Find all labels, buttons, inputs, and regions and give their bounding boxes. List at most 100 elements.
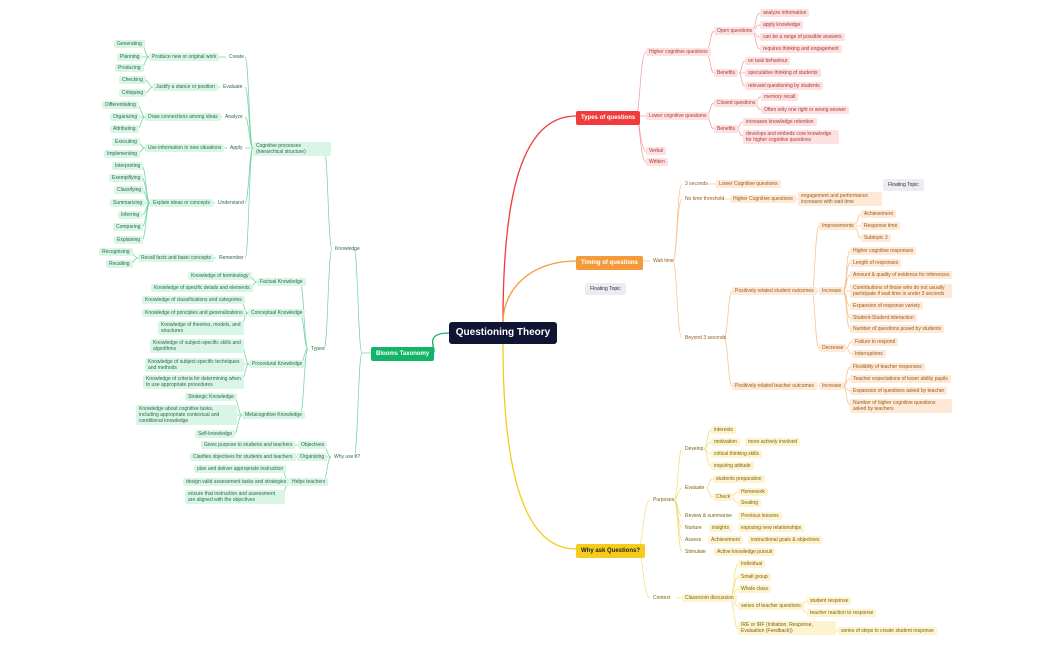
node-verbal[interactable]: Verbal: [646, 147, 667, 155]
node-develop[interactable]: Develop: [685, 446, 704, 452]
node-benefit-item[interactable]: relevant questioning by students: [745, 82, 823, 90]
node-teacher-outcomes[interactable]: Positively related teacher outcomes: [732, 382, 817, 390]
node-create-item[interactable]: Producing: [115, 64, 144, 72]
node-factual-item[interactable]: Knowledge of terminology: [188, 272, 252, 280]
node-organizing[interactable]: Organizing: [297, 453, 328, 461]
node-increase-item[interactable]: Contributions of those who do not usuall…: [850, 284, 952, 298]
node-understand-item[interactable]: Summarizing: [110, 199, 146, 207]
node-organizing-desc[interactable]: Clarifies objectives for students and te…: [190, 453, 296, 461]
node-higher-cognitive[interactable]: Higher cognitive questions: [646, 48, 711, 56]
node-open-questions[interactable]: Open questions: [714, 27, 756, 35]
node-helps-item[interactable]: design valid assessment tasks and strate…: [183, 478, 290, 486]
node-understand-item[interactable]: Classifying: [114, 186, 145, 194]
node-teacher-reaction[interactable]: teacher reaction to response: [807, 609, 877, 617]
node-small-group[interactable]: Small group: [738, 573, 771, 581]
node-factual-item[interactable]: Knowledge of specific details and elemen…: [151, 284, 253, 292]
node-increase[interactable]: Increase: [819, 287, 845, 295]
node-benefit2-item[interactable]: increases knowledge retention: [743, 118, 817, 126]
node-procedural-item[interactable]: Knowledge of subject-specific techniques…: [145, 358, 244, 372]
node-series[interactable]: series of teacher questions: [738, 602, 804, 610]
node-objectives[interactable]: Objectives: [298, 441, 328, 449]
node-benefit2-item[interactable]: develops and embeds core knowledge for h…: [743, 130, 839, 144]
node-helps-teachers[interactable]: Helps teachers: [289, 478, 329, 486]
node-check[interactable]: Check: [713, 493, 734, 501]
node-conceptual-item[interactable]: Knowledge of classifications and categor…: [142, 296, 245, 304]
node-increase-item[interactable]: Student-Student interaction: [850, 314, 917, 322]
node-interests[interactable]: interests: [711, 426, 736, 434]
node-create-item[interactable]: Planning: [117, 53, 143, 61]
node-open-item[interactable]: analyze information: [760, 9, 810, 17]
node-context[interactable]: Context: [653, 595, 671, 601]
node-student-response[interactable]: student response: [807, 597, 852, 605]
node-cognitive-processes[interactable]: Cognitive processes (hierarchical struct…: [253, 142, 331, 156]
node-no-time-threshold[interactable]: No time threshold: [685, 196, 725, 202]
node-improvements[interactable]: Improvements: [819, 222, 857, 230]
node-evaluate-item[interactable]: Critiquing: [119, 89, 147, 97]
root-topic[interactable]: Questioning Theory: [449, 322, 557, 344]
node-procedural-item[interactable]: Knowledge of criteria for determining wh…: [143, 375, 244, 389]
node-apply[interactable]: Apply: [230, 145, 243, 151]
node-goals[interactable]: instructional goals & objectives: [748, 536, 823, 544]
node-insights[interactable]: insights: [709, 524, 732, 532]
topic-why-ask-questions[interactable]: Why ask Questions?: [576, 544, 646, 558]
node-decrease[interactable]: Decrease: [819, 344, 847, 352]
node-create-desc[interactable]: Produce new or original work: [149, 53, 220, 61]
node-closed-item[interactable]: memory recall: [761, 93, 799, 101]
node-achievement[interactable]: Achievement: [708, 536, 743, 544]
node-conceptual-item[interactable]: Knowledge of theories, models, and struc…: [158, 321, 244, 335]
node-beyond-3-seconds[interactable]: Beyond 3 seconds: [685, 335, 727, 341]
node-increase-item[interactable]: Number of questions posed by students: [850, 325, 945, 333]
node-metacognitive-item[interactable]: Strategic Knowledge: [185, 393, 237, 401]
node-metacognitive-item[interactable]: Knowledge about cognitive tasks, includi…: [136, 405, 237, 425]
node-procedural[interactable]: Procedural Knowledge: [249, 360, 306, 368]
node-whole-class[interactable]: Whole class: [738, 585, 771, 593]
node-lower-cog[interactable]: Lower Cognitive questions: [716, 180, 781, 188]
node-remember[interactable]: Remember: [219, 255, 244, 261]
node-evaluate[interactable]: Evaluate: [685, 485, 705, 491]
node-inquiring[interactable]: inquiring attitude: [711, 462, 754, 470]
node-prep[interactable]: students preparation: [713, 475, 765, 483]
topic-timing-of-questions[interactable]: Timing of questions: [576, 256, 643, 270]
node-increase2-item[interactable]: Expansion of questions asked by teacher: [850, 387, 948, 395]
node-higher-cog[interactable]: Higher Cognitive questions: [730, 195, 796, 203]
node-understand-item[interactable]: Exemplifying: [109, 174, 144, 182]
node-metacognitive[interactable]: Metacognitive Knowledge: [242, 411, 305, 419]
node-remember-desc[interactable]: Recall facts and basic concepts: [138, 254, 215, 262]
node-stimulate[interactable]: Stimulate: [685, 549, 706, 555]
node-motivation[interactable]: motivation: [711, 438, 740, 446]
node-improvement-item[interactable]: Achievement: [861, 210, 896, 218]
node-more-active[interactable]: more actively involved: [745, 438, 801, 446]
node-increase2-item[interactable]: Number of higher cognitive questions ask…: [850, 399, 952, 413]
node-3-seconds[interactable]: 3 seconds: [685, 181, 708, 187]
node-understand-item[interactable]: Explaining: [114, 236, 144, 244]
node-benefits-2[interactable]: Benefits: [714, 125, 739, 133]
node-homework[interactable]: Homework: [738, 488, 768, 496]
node-increase2-item[interactable]: Teacher expectations of lower ability pu…: [850, 375, 951, 383]
node-factual[interactable]: Factual Knowledge: [257, 278, 306, 286]
node-lower-cognitive[interactable]: Lower cognitive questions: [646, 112, 710, 120]
node-create-item[interactable]: Generating: [114, 40, 145, 48]
floating-topic[interactable]: Floating Topic: [883, 179, 924, 191]
node-analyze[interactable]: Analyze: [225, 114, 243, 120]
node-analyze-item[interactable]: Organizing: [110, 113, 141, 121]
node-increase-item[interactable]: Length of responses: [850, 259, 902, 267]
node-analyze-item[interactable]: Attributing: [110, 125, 139, 133]
node-seating[interactable]: Seating: [738, 499, 761, 507]
node-apply-desc[interactable]: Use information in new situations: [145, 144, 225, 152]
node-closed-item[interactable]: Often only one right or wrong answer: [761, 106, 849, 114]
node-critical[interactable]: critical thinking skills: [711, 450, 763, 458]
node-open-item[interactable]: requires thinking and engagement: [760, 45, 842, 53]
node-written[interactable]: Written: [646, 158, 668, 166]
node-closed-questions[interactable]: Closed questions: [714, 99, 759, 107]
node-remember-item[interactable]: Recalling: [106, 260, 133, 268]
node-pursuit[interactable]: Active knowledge pursuit: [714, 548, 776, 556]
node-create[interactable]: Create: [229, 54, 245, 60]
node-increase-item[interactable]: Expansion of response variety: [850, 302, 923, 310]
node-helps-item[interactable]: plan and deliver appropriate instruction: [194, 465, 287, 473]
node-increase2-item[interactable]: Flexibility of teacher responses: [850, 363, 925, 371]
node-wait-time[interactable]: Wait time: [653, 258, 674, 264]
node-engagement[interactable]: engagement and performance increases wit…: [798, 192, 882, 206]
node-understand-desc[interactable]: Explain ideas or concepts: [150, 199, 213, 207]
node-increase-item[interactable]: Higher cognitive responses: [850, 247, 917, 255]
node-increase-2[interactable]: Increase: [819, 382, 845, 390]
